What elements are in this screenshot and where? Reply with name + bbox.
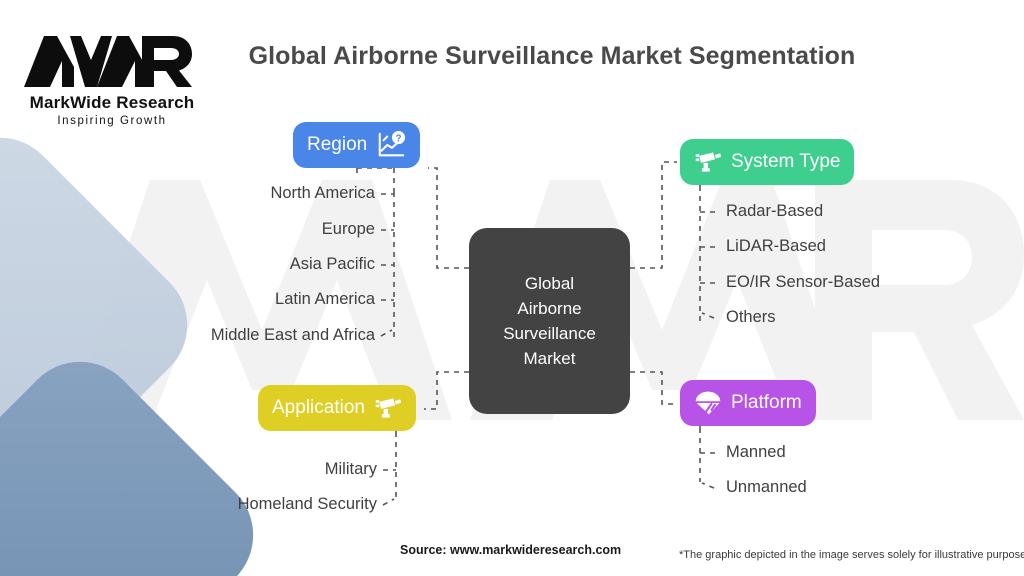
- leaf-item: EO/IR Sensor-Based: [726, 273, 881, 291]
- center-node-line-2: Airborne: [517, 299, 582, 318]
- center-node-line-4: Market: [523, 349, 576, 368]
- leaf-item: Military: [324, 460, 377, 478]
- brand-name: MarkWide Research: [29, 93, 195, 112]
- surveillance-camera-icon: [375, 398, 402, 418]
- disclaimer-note: *The graphic depicted in the image serve…: [679, 549, 1024, 561]
- center-node: Global Airborne Surveillance Market: [469, 228, 630, 414]
- leaf-item: Asia Pacific: [289, 255, 375, 273]
- brand-logo: MarkWide Research Inspiring Growth: [22, 30, 202, 127]
- market-analysis-chart-icon: ?: [378, 130, 406, 157]
- leaf-item: LiDAR-Based: [726, 237, 826, 255]
- source-credit: Source: www.markwideresearch.com: [400, 543, 622, 557]
- branch-label-platform: Platform: [731, 392, 802, 413]
- brand-tagline: Inspiring Growth: [57, 115, 167, 127]
- branch-label-system-type: System Type: [731, 151, 841, 172]
- leaf-item: Others: [726, 308, 776, 326]
- leaf-item: Radar-Based: [726, 202, 824, 220]
- svg-text:?: ?: [396, 133, 402, 144]
- leaf-item: Europe: [321, 220, 375, 238]
- branch-badge-application[interactable]: Application: [258, 385, 416, 431]
- leaf-item: Latin America: [275, 290, 375, 308]
- center-node-line-1: Global: [524, 274, 575, 293]
- branch-label-application: Application: [272, 397, 365, 418]
- leaf-item: Middle East and Africa: [210, 326, 375, 344]
- leaf-item: Manned: [726, 443, 786, 461]
- branch-badge-platform[interactable]: Platform: [680, 380, 816, 426]
- leaf-item: Unmanned: [726, 478, 807, 496]
- leaf-item: North America: [270, 184, 375, 202]
- leaf-item: Homeland Security: [237, 495, 377, 513]
- parachute-platform-icon: [695, 391, 721, 415]
- page-title: Global Airborne Surveillance Market Segm…: [248, 42, 856, 70]
- branch-badge-region[interactable]: Region ?: [293, 122, 421, 168]
- mwr-monogram-icon: [24, 36, 192, 87]
- branch-badge-system-type[interactable]: System Type: [680, 139, 855, 185]
- center-node-line-3: Surveillance: [503, 324, 596, 343]
- branch-label-region: Region: [307, 134, 368, 155]
- surveillance-camera-icon: [695, 152, 722, 172]
